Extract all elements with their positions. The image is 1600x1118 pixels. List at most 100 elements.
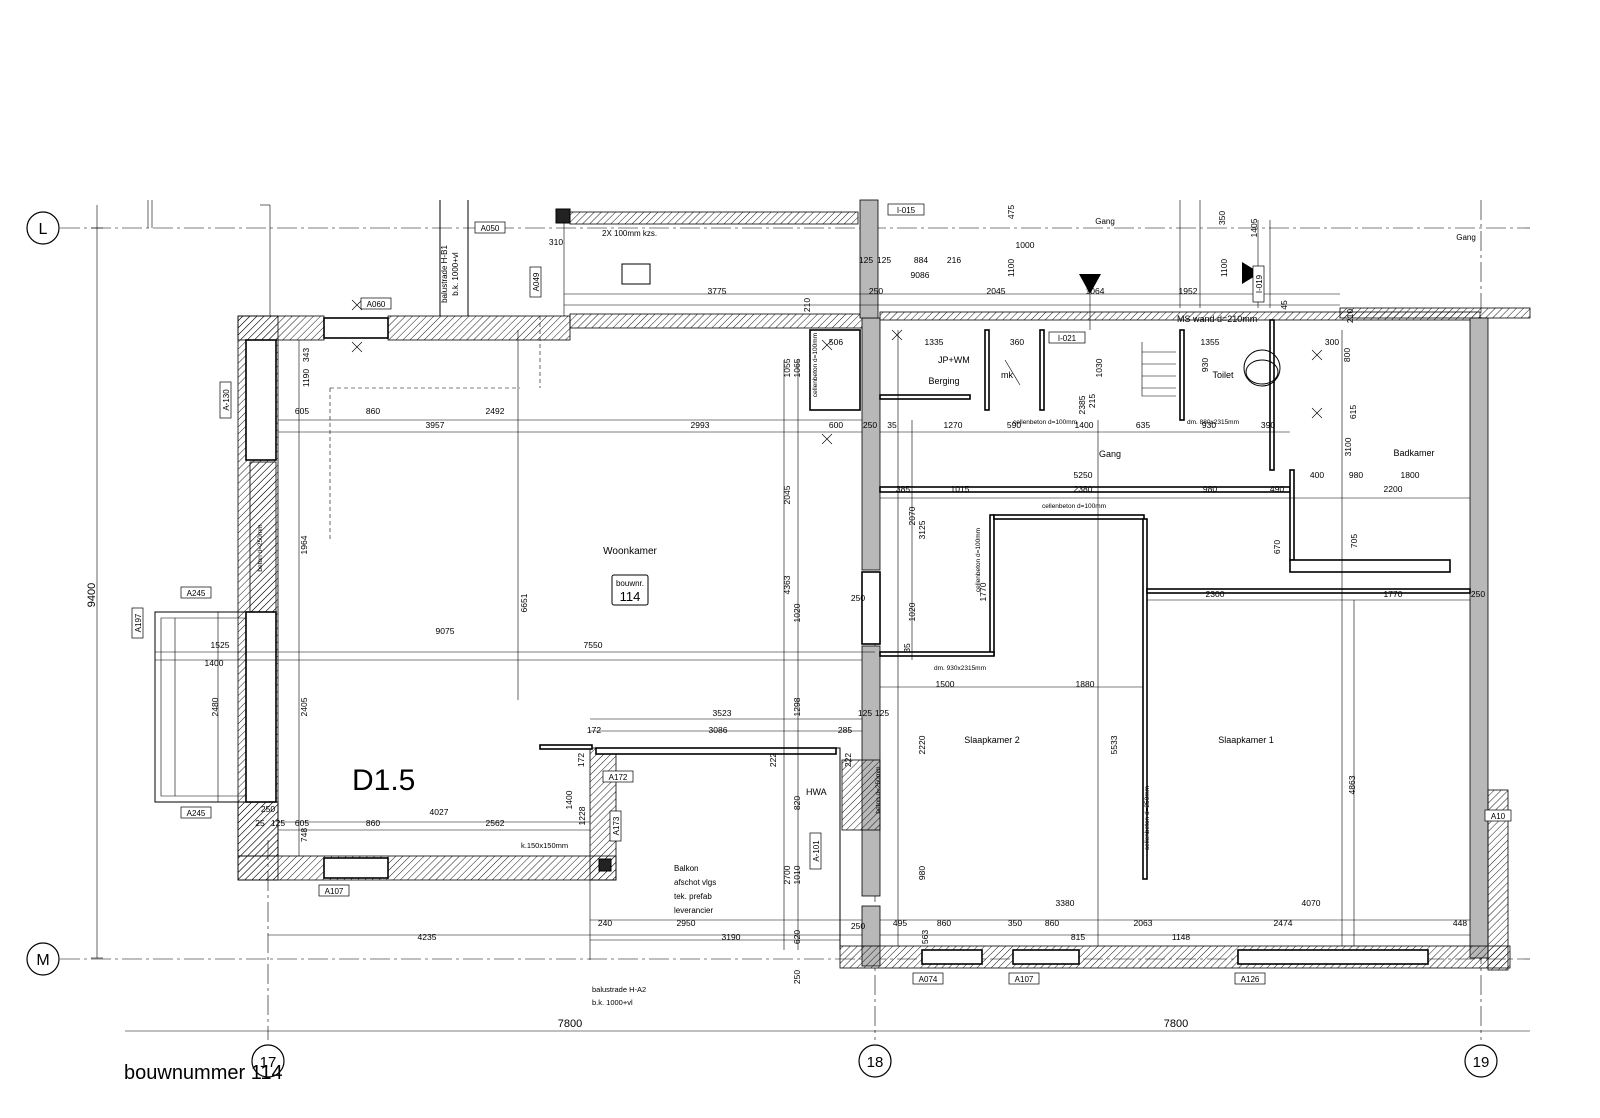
dimension-value: 250	[792, 970, 802, 984]
dimension-value: 2045	[782, 485, 792, 504]
dimension-value: 815	[1071, 932, 1085, 942]
dimension-value: 1400	[1075, 420, 1094, 430]
dimension-value: 5533	[1109, 735, 1119, 754]
walls	[237, 307, 1531, 971]
reference-tag: A074	[912, 972, 944, 985]
dimension-value: 1100	[1219, 259, 1229, 278]
dimension-value: 1020	[907, 602, 917, 621]
reference-tag: A049	[529, 266, 542, 298]
dimension-value: 3957	[426, 420, 445, 430]
reference-tag-text: A-130	[222, 389, 231, 411]
reference-tag-text: I-015	[897, 206, 916, 215]
annotation-note: leverancier	[674, 906, 713, 915]
dimension-value: 1355	[1201, 337, 1220, 347]
grid-column-label-18: 18	[867, 1054, 884, 1071]
reference-tag-text: I-021	[1058, 334, 1077, 343]
dimension-value: 980	[1203, 484, 1217, 494]
dimension-value: 2700	[782, 865, 792, 884]
dimension-value: 1405	[1249, 218, 1259, 237]
annotation-note: HWA	[806, 787, 827, 797]
dimension-value: 9086	[911, 270, 930, 280]
ventilation-symbol-icon	[1004, 359, 1021, 386]
reference-tag-text: A-101	[812, 840, 821, 862]
dimension-value: 125	[877, 255, 891, 265]
reference-tag: I-019	[1252, 265, 1265, 303]
dimension-value: 250	[261, 804, 275, 814]
dimension-value: 860	[366, 406, 380, 416]
cross-marker-icon	[351, 299, 1323, 445]
dimension-value: 4235	[418, 932, 437, 942]
dimension-value: 4070	[1302, 898, 1321, 908]
dimension-value: 860	[1045, 918, 1059, 928]
reference-tag-text: A10	[1491, 812, 1506, 821]
reference-tag-text: A197	[134, 613, 143, 632]
reference-tag-text: I-019	[1255, 274, 1264, 293]
dimension-value: 360	[1010, 337, 1024, 347]
wall-material-label: cellenbeton d=100mm	[812, 333, 819, 397]
dimension-value: 1880	[1076, 679, 1095, 689]
dimension-value: 250	[869, 286, 883, 296]
dimension-value: 1055	[782, 358, 792, 377]
dimension-value: 3086	[709, 725, 728, 735]
dimension-value: 125	[875, 708, 889, 718]
dimension-value: 222	[768, 753, 778, 767]
dimension-value: 1148	[1172, 932, 1191, 942]
dimension-value: 210	[802, 298, 812, 312]
dimension-value: 250	[851, 921, 865, 931]
reference-tag-text: A245	[187, 589, 206, 598]
overall-dimension-bottom-right: 7800	[1164, 1018, 1188, 1030]
dimension-value: 2993	[691, 420, 710, 430]
annotation-note: k.150x150mm	[521, 841, 568, 850]
bay-window	[154, 611, 246, 803]
dimension-value: 210	[1345, 309, 1355, 323]
dimension-value: 1770	[978, 582, 988, 601]
dimension-value: 670	[1272, 540, 1282, 554]
room-label: Slaapkamer 1	[1218, 735, 1274, 745]
unit-code: D1.5	[352, 764, 415, 797]
reference-tag-text: A107	[325, 887, 344, 896]
dimension-value: 800	[1342, 348, 1352, 362]
dimension-value: 1400	[564, 790, 574, 809]
dimension-value: 930	[1202, 420, 1216, 430]
drawing-caption: bouwnummer 114	[124, 1062, 283, 1084]
annotation-note: balustrade H-A2	[592, 985, 646, 994]
dimension-value: 125	[271, 818, 285, 828]
dimension-value: 350	[1008, 918, 1022, 928]
dimension-value: 980	[1349, 470, 1363, 480]
dimension-value: 600	[829, 420, 843, 430]
room-label: Berging	[928, 376, 959, 386]
annotation-note: MS wand d=210mm	[1177, 314, 1257, 324]
dimension-value: 240	[598, 918, 612, 928]
dimension-value: 3523	[713, 708, 732, 718]
section-marker-icon	[1242, 262, 1260, 284]
dimension-value: 35	[902, 643, 912, 653]
dimension-value: 1064	[1086, 286, 1105, 296]
dimension-value: 1020	[792, 603, 802, 622]
room-label: mk	[1001, 370, 1013, 380]
dimension-value: 4027	[430, 807, 449, 817]
reference-tag: A245	[180, 586, 212, 599]
dimension-value: 3380	[1056, 898, 1075, 908]
room-label: Toilet	[1212, 370, 1234, 380]
dimension-value: 563	[920, 930, 930, 944]
dimension-value: 1964	[299, 535, 309, 554]
dimension-value: 506	[829, 337, 843, 347]
room-label: Gang	[1095, 217, 1115, 226]
dimension-value: 216	[947, 255, 961, 265]
reference-tag: A172	[602, 770, 634, 783]
dimension-value: 2474	[1274, 918, 1293, 928]
tags: A050A049A060I-015I-019I-021A-130A245A197…	[131, 203, 1512, 985]
reference-tag: A107	[1008, 972, 1040, 985]
dimension-value: 3775	[708, 286, 727, 296]
annotation-note: balustrade H-B1	[440, 245, 449, 303]
reference-tag: A10	[1484, 809, 1512, 822]
dimension-value: 820	[792, 796, 802, 810]
grid-row-label-m: M	[36, 952, 49, 969]
dimension-value: 705	[1349, 534, 1359, 548]
dimension-value: 1065	[792, 358, 802, 377]
dimension-value: 748	[299, 828, 309, 842]
dimension-value: 400	[1310, 470, 1324, 480]
